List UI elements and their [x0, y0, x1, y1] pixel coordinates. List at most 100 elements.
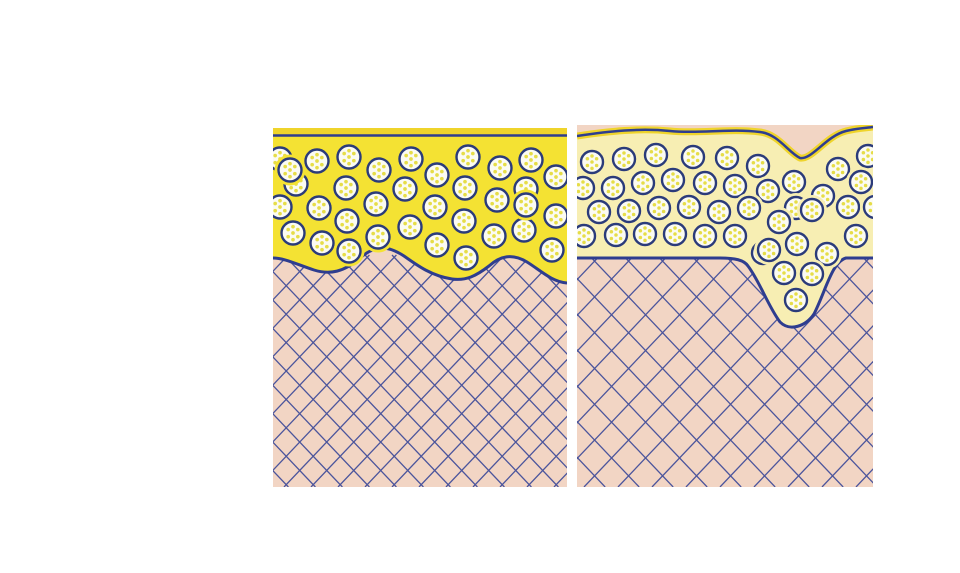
fat-cell-granule — [606, 182, 611, 187]
fat-cell-granule — [554, 207, 558, 212]
fat-cell-granule — [458, 182, 463, 187]
fat-cell-granule — [617, 160, 622, 165]
fat-cell-granule — [464, 249, 468, 254]
fat-cell-granule — [796, 183, 801, 188]
fat-cell-granule — [829, 248, 834, 253]
fat-cell-granule — [777, 267, 782, 272]
fat-cell-granule — [814, 204, 819, 209]
fat-cell-granule — [636, 177, 641, 182]
fat-cell-granule — [868, 201, 873, 206]
fat-cell-granule — [614, 227, 618, 231]
fat-cell-granule — [777, 274, 782, 279]
fat-cell-granule — [554, 220, 558, 225]
fat-cell-granule — [751, 202, 756, 207]
fat-cell-granule — [654, 147, 658, 151]
fat-cell-granule — [403, 221, 408, 226]
fat-cell — [754, 235, 784, 265]
fat-cell-granule — [321, 209, 326, 214]
fat-cell-granule — [490, 201, 495, 206]
fat-cell — [628, 168, 658, 198]
fat-cell-granule — [461, 158, 466, 163]
fat-cell-granule — [590, 166, 594, 171]
fat-cell-granule — [467, 189, 472, 194]
fat-cell-granule — [585, 163, 590, 168]
fat-cell-granule — [435, 179, 439, 184]
fat-cell-granule — [729, 152, 734, 157]
fat-cell — [394, 211, 426, 243]
fat-cell-granule — [439, 246, 444, 251]
fat-cell-granule — [810, 202, 814, 206]
fat-cell — [712, 143, 742, 173]
collagen-fiber — [337, 254, 559, 487]
fat-cell-granule — [747, 206, 751, 210]
fat-cell-granule — [585, 182, 590, 187]
fat-cell-granule — [522, 228, 526, 232]
fat-cell-granule — [581, 186, 585, 190]
fat-cell-granule — [821, 194, 825, 198]
collagen-fiber — [273, 469, 289, 487]
fat-cell-granule — [495, 191, 499, 196]
fat-cell-granule — [295, 234, 300, 239]
fat-cell-granule — [687, 205, 691, 209]
fat-cell — [841, 221, 871, 251]
fat-cell-granule — [295, 227, 300, 232]
fat-cell-granule — [794, 304, 798, 309]
fat-cell — [690, 221, 720, 251]
fat-cell-granule — [550, 248, 554, 252]
fat-cell-granule — [526, 224, 531, 229]
left-panel-smooth-skin — [273, 128, 567, 487]
fat-cell-granule — [725, 162, 729, 167]
fat-cell-granule — [760, 167, 765, 172]
fat-cell-granule — [789, 202, 794, 207]
fat-cell-granule — [810, 278, 814, 283]
fat-cell-granule — [675, 181, 680, 186]
fat-cell — [303, 192, 335, 224]
fat-cell-granule — [703, 234, 707, 238]
fat-cell-granule — [638, 235, 643, 240]
collagen-fiber — [787, 396, 873, 487]
fat-cell-granule — [554, 214, 558, 218]
fat-cell-granule — [463, 186, 467, 190]
fat-cell-granule — [786, 274, 791, 279]
fat-cell-granule — [372, 171, 377, 176]
fat-cell-granule — [854, 176, 859, 181]
fat-cell-granule — [398, 183, 403, 188]
fat-cell-granule — [315, 165, 319, 170]
fat-cell-granule — [725, 150, 729, 154]
fat-cell — [630, 219, 660, 249]
fat-cell-granule — [347, 249, 351, 253]
fat-cell-granule — [342, 151, 347, 156]
fat-cell-granule — [377, 168, 381, 172]
fat-cell-granule — [347, 161, 351, 166]
fat-cell-granule — [470, 151, 475, 156]
fat-cell-granule — [814, 211, 819, 216]
fat-cell-granule — [666, 181, 671, 186]
fat-cell-granule — [519, 183, 524, 188]
fat-cell-granule — [273, 208, 278, 213]
fat-cell-granule — [315, 237, 320, 242]
fat-cell — [540, 200, 567, 232]
fat-cell-granule — [687, 199, 691, 203]
fat-cell-membrane — [577, 223, 597, 249]
fat-cell-granule — [825, 197, 830, 202]
fat-cell-granule — [787, 176, 792, 181]
fat-cell-granule — [502, 162, 507, 167]
collagen-fiber — [577, 249, 776, 460]
fat-cell-granule — [291, 224, 295, 229]
fat-cell-granule — [794, 200, 798, 204]
fat-cell — [481, 184, 513, 216]
fat-cell-granule — [372, 164, 377, 169]
fat-cell-granule — [615, 189, 620, 194]
fat-cell-granule — [409, 157, 413, 161]
fat-cell-granule — [767, 248, 771, 252]
fat-cell-granule — [577, 189, 581, 194]
collagen-fiber — [577, 249, 674, 353]
fat-cell-granule — [846, 199, 850, 203]
fat-cell-granule — [703, 228, 707, 232]
fat-cell-granule — [292, 171, 297, 176]
fat-cell-granule — [376, 228, 380, 233]
fat-cell-granule — [554, 244, 559, 249]
collagen-fiber — [499, 254, 567, 327]
fat-cell — [577, 147, 607, 177]
fat-cell-granule — [315, 244, 320, 249]
